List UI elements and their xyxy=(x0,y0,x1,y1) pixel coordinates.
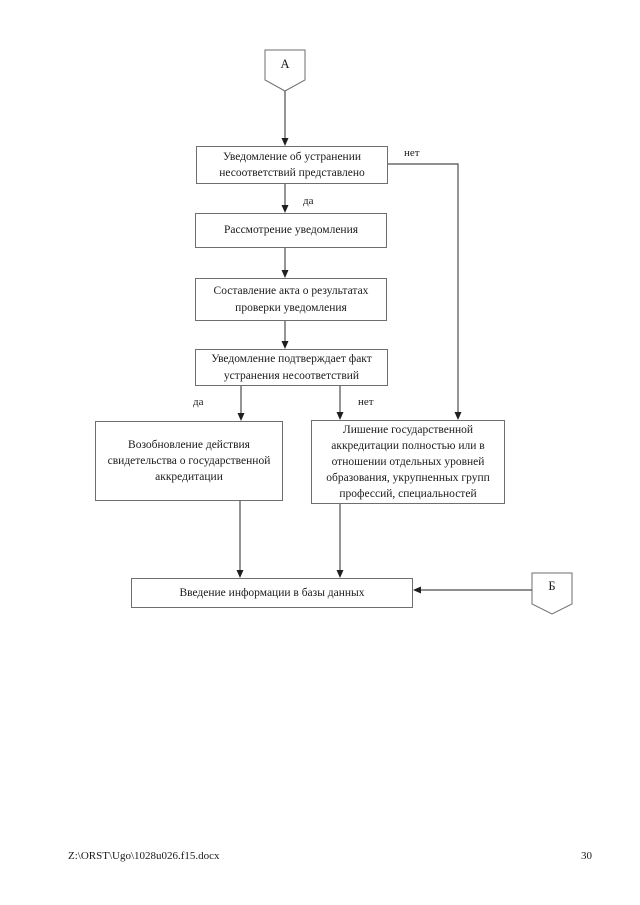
arrowhead-notice-to-review xyxy=(281,205,289,213)
edge-notice-no-branch xyxy=(388,163,459,413)
arrowhead-review-to-act xyxy=(281,270,289,278)
node-notice-submitted: Уведомление об устранении несоответствий… xyxy=(196,146,388,184)
node-confirmation: Уведомление подтверждает факт устранения… xyxy=(195,349,388,386)
arrowhead-confirmation-no xyxy=(336,412,344,420)
node-resume-accreditation: Возобновление действия свидетельства о г… xyxy=(95,421,283,501)
arrowhead-resume-to-database xyxy=(236,570,244,578)
node-database-entry: Введение информации в базы данных xyxy=(131,578,413,608)
node-deprive-accreditation: Лишение государственной аккредитации пол… xyxy=(311,420,505,504)
offpage-connector-b-shape xyxy=(531,572,573,615)
edge-label-notice-no: нет xyxy=(404,147,420,159)
arrowhead-act-to-confirmation xyxy=(281,341,289,349)
arrowhead-a-to-notice xyxy=(281,138,289,146)
footer-page-number: 30 xyxy=(581,850,592,862)
offpage-connector-a-shape xyxy=(264,49,306,92)
edge-label-notice-yes: да xyxy=(303,195,314,207)
arrowhead-deprive-to-database xyxy=(336,570,344,578)
offpage-connector-a-label: А xyxy=(280,57,290,71)
offpage-connector-b-label: Б xyxy=(548,579,556,593)
edge-label-confirmation-yes: да xyxy=(193,396,204,408)
footer-file-path: Z:\ORST\Ugo\1028u026.f15.docx xyxy=(68,850,220,862)
edge-label-confirmation-no: нет xyxy=(358,396,374,408)
node-review: Рассмотрение уведомления xyxy=(195,213,387,248)
arrowhead-notice-no xyxy=(454,412,462,420)
arrowhead-confirmation-yes xyxy=(237,413,245,421)
arrowhead-b-to-database xyxy=(413,586,421,594)
node-act: Составление акта о результатах проверки … xyxy=(195,278,387,321)
